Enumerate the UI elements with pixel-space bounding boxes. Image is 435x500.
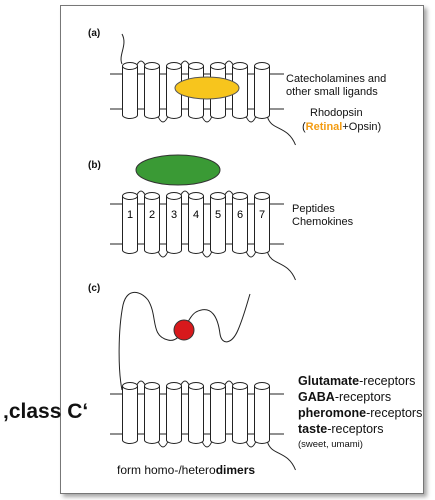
receptor-b-helix-2 [144,192,160,254]
helix-number-6: 6 [237,209,243,221]
receptor-pheromone: pheromone-receptors [298,405,422,421]
receptor-c-helix-5 [210,382,226,444]
receptor-a [110,33,296,146]
receptor-c-c-terminus [267,441,296,471]
panel-b-ligand-line-2: Chemokines [292,216,354,228]
opsin-label: +Opsin) [342,121,382,133]
helix-number-3: 3 [171,209,177,221]
receptor-b-c-terminus [267,251,296,281]
receptor-a-helix-7 [254,62,270,119]
receptor-c-helix-2 [144,382,160,444]
panel-a-ligand-line-1: Catecholamines and [286,73,387,85]
peptide-ligand [135,154,221,186]
receptor-pheromone-bold: pheromone [298,406,367,420]
receptor-a-n-terminus [120,33,125,65]
receptor-gaba-rest: -receptors [334,390,392,404]
retinal-opsin-label: (Retinal+Opsin) [302,121,381,133]
helix-number-5: 5 [215,209,221,221]
receptor-a-helix-1 [122,62,138,119]
receptor-a-helix-6 [232,62,248,119]
class-c-label: ‚class C‘ [3,400,89,423]
dimers-bold: dimers [215,463,256,477]
glutamate-ligand [173,319,195,341]
dimers-prefix: form homo-/hetero [117,463,216,477]
receptor-glutamate-bold: Glutamate [298,374,360,388]
receptor-a-c-terminus [267,116,296,146]
retinal-paren-open: ( [302,121,306,133]
helix-number-2: 2 [149,209,155,221]
receptor-gaba: GABA-receptors [298,389,422,405]
rhodopsin-label: Rhodopsin [310,107,363,119]
receptor-taste: taste-receptors [298,421,422,437]
receptor-glutamate: Glutamate-receptors [298,373,422,389]
receptor-gaba-bold: GABA [298,390,335,404]
receptor-b: 1 2 3 4 5 6 7 [110,154,296,281]
receptor-taste-rest: -receptors [327,422,384,436]
receptor-a-helix-2 [144,62,160,119]
helix-number-4: 4 [193,209,199,221]
receptor-c-helix-4 [188,382,204,444]
panel-b-ligand-line-1: Peptides [292,203,335,215]
receptor-b-helix-3 [166,192,182,254]
panel-a-label: (a) [88,28,101,39]
receptor-c-helix-6 [232,382,248,444]
receptor-c-helix-7 [254,382,270,444]
receptor-b-helix-5 [210,192,226,254]
retinal-label: Retinal [305,121,343,133]
receptor-b-helix-4 [188,192,204,254]
dimers-caption: form homo-/heterodimers [117,463,255,477]
receptor-b-helix-7 [254,192,270,254]
panel-b-label: (b) [88,160,101,171]
receptor-pheromone-rest: -receptors [366,406,423,420]
receptor-c-helix-3 [166,382,182,444]
venus-flytrap-domain [118,291,251,391]
receptor-glutamate-rest: -receptors [359,374,416,388]
catecholamine-ligand [174,76,240,100]
panel-c-label: (c) [88,283,101,294]
helix-number-7: 7 [259,209,265,221]
helix-number-1: 1 [127,209,133,221]
receptor-b-helix-6 [232,192,248,254]
receptor-a-helix-3 [166,62,182,119]
receptor-c-helix-1 [122,382,138,444]
panel-a-ligand-line-2: other small ligands [286,86,378,98]
taste-note: (sweet, umami) [298,439,363,450]
class-c-receptor-list: Glutamate-receptors GABA-receptors phero… [298,373,422,453]
receptor-taste-bold: taste [298,422,328,436]
receptor-b-helix-1 [122,192,138,254]
receptor-c [110,291,296,471]
